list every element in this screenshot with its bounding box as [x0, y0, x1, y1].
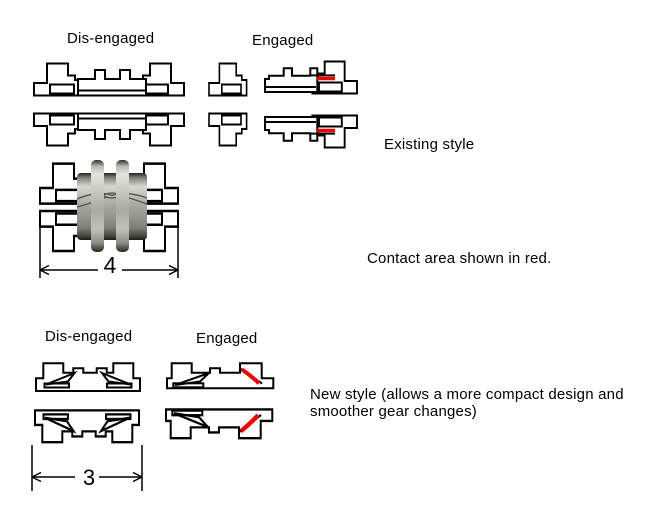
contact-area-note: Contact area shown in red.	[367, 250, 552, 267]
driving-ring-photo-body	[77, 173, 147, 240]
new-engaged-top-drawing	[165, 361, 276, 391]
existing-engaged-top-drawing	[205, 56, 375, 104]
new-engaged-label: Engaged	[196, 330, 258, 347]
new-engaged-bottom-drawing	[163, 408, 277, 444]
driving-ring-flange-left	[91, 160, 104, 252]
existing-disengaged-label: Dis-engaged	[67, 30, 155, 47]
existing-style-note: Existing style	[384, 136, 475, 153]
existing-engaged-label: Engaged	[252, 32, 314, 49]
dimension-4-value: 4	[103, 252, 117, 278]
driving-ring-flange-right	[116, 160, 129, 252]
existing-disengaged-bottom-drawing	[31, 107, 189, 153]
existing-engaged-bottom-drawing	[205, 108, 375, 156]
existing-disengaged-top-drawing	[31, 56, 189, 102]
new-disengaged-top-drawing	[35, 362, 141, 392]
new-disengaged-label: Dis-engaged	[45, 328, 133, 345]
new-disengaged-bottom-drawing	[33, 409, 141, 444]
dimension-3-value: 3	[82, 465, 96, 490]
new-style-note: New style (allows a more compact design …	[310, 386, 624, 420]
